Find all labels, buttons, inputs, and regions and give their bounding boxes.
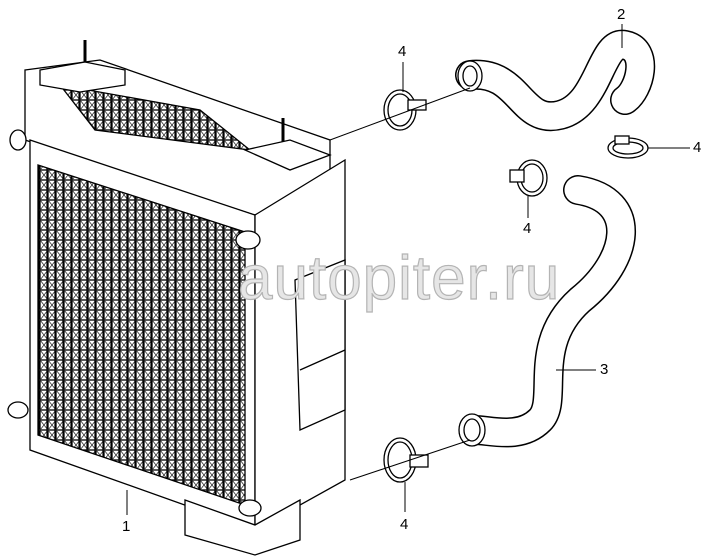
callout-4-bottom: 4 bbox=[400, 516, 409, 533]
callout-2: 2 bbox=[617, 6, 626, 23]
watermark: autopiter.ru bbox=[237, 244, 561, 313]
lower-hose bbox=[458, 175, 636, 448]
callout-4-right: 4 bbox=[693, 139, 702, 156]
hose-clamps bbox=[383, 89, 649, 483]
callout-1: 1 bbox=[122, 518, 131, 535]
callout-4-top: 4 bbox=[398, 43, 407, 60]
upper-hose bbox=[455, 29, 656, 132]
leader-lines bbox=[126, 24, 690, 515]
callout-3: 3 bbox=[600, 361, 609, 378]
callout-4-mid: 4 bbox=[523, 220, 532, 237]
radiator bbox=[7, 40, 346, 556]
